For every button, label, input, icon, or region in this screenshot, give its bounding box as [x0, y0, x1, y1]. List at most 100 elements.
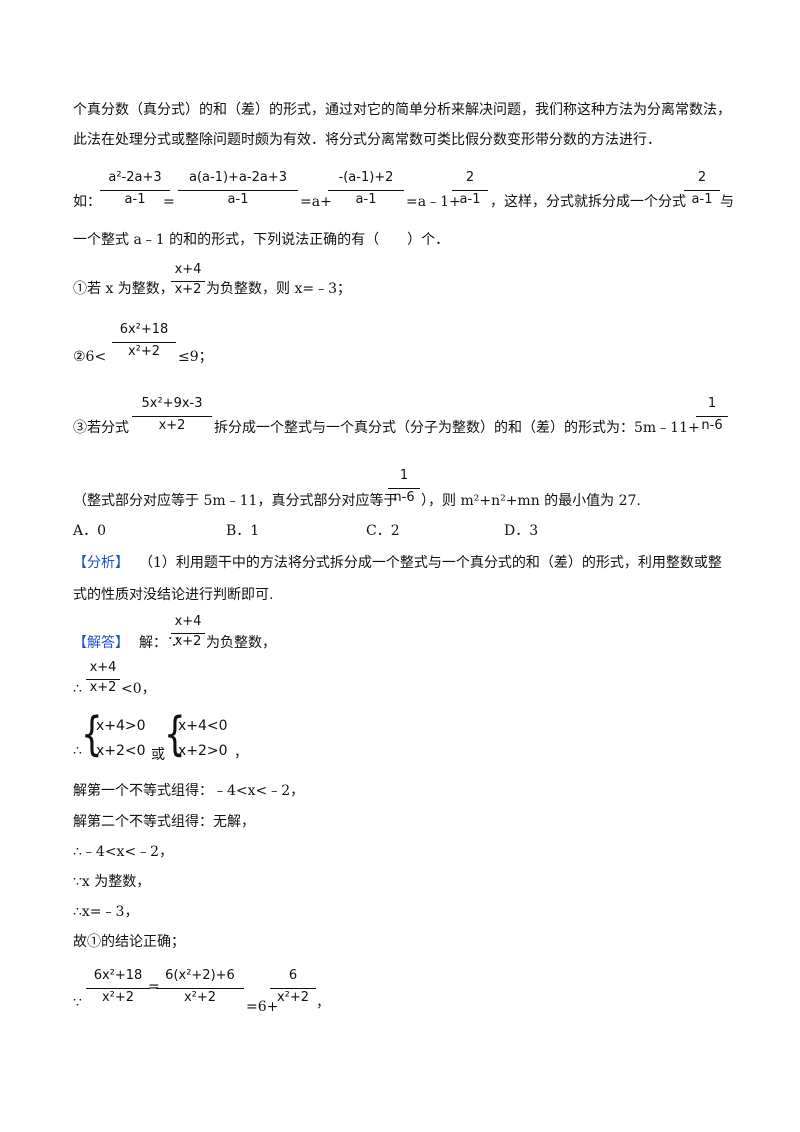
answer-line-7: ∵x 为整数， — [73, 874, 151, 890]
answer-line-10-a: ∵ — [73, 995, 82, 1011]
fraction-denominator: x+2 — [158, 418, 186, 433]
statement-2-fraction: 6x²+18 x²+2 — [112, 322, 176, 366]
fraction-denominator: x²+2 — [127, 344, 161, 359]
example-end-text: 与 — [720, 194, 734, 210]
option-a: A．0 — [73, 523, 107, 539]
answer-line-4: 解第一个不等式组得：﹣4<x<﹣2， — [73, 783, 305, 799]
example-fraction-2: a(a-1)+a-2a+3 a-1 — [178, 170, 298, 214]
example-fraction-1: a²-2a+3 a-1 — [100, 170, 170, 214]
answer-line-2-fraction: x+4 x+2 — [86, 660, 120, 700]
system-1-row-2: x+2<0 — [96, 743, 146, 759]
fraction-denominator: x²+2 — [183, 990, 217, 1005]
fraction-numerator: 5x²+9x-3 — [141, 396, 203, 411]
fraction-bar — [684, 190, 720, 191]
answer-line-1-b: 为负整数， — [206, 635, 276, 651]
fraction-denominator: x+2 — [174, 634, 202, 649]
example-prefix: 如： — [73, 194, 101, 210]
analysis-line-2: 式的性质对没结论进行判断即可. — [73, 587, 274, 603]
answer-line-10-equals-6-plus: =6+ — [246, 999, 279, 1015]
equals-a-minus-1-plus: =a﹣1+ — [406, 194, 461, 210]
statement-1-fraction: x+4 x+2 — [171, 262, 205, 302]
statement-3-text-b: 拆分成一个整式与一个真分式（分子为整数）的和（差）的形式为：5m﹣11+ — [214, 420, 700, 436]
answer-line-10-fraction-1: 6x²+18 x²+2 — [86, 968, 150, 1012]
example-fraction-5: 2 a-1 — [684, 170, 720, 214]
fraction-numerator: x+4 — [174, 262, 202, 277]
fraction-bar — [156, 988, 244, 989]
fraction-numerator: 1 — [399, 468, 409, 483]
answer-line-10-fraction-2: 6(x²+2)+6 x²+2 — [156, 968, 244, 1012]
option-d: D．3 — [504, 523, 539, 539]
analysis-line-1: （1）利用题干中的方法将分式拆分成一个整式与一个真分式的和（差）的形式，利用整数… — [139, 555, 722, 571]
answer-line-10-end: ， — [316, 995, 330, 1011]
fraction-bar — [171, 281, 205, 282]
statement-2-text-a: ②6< — [73, 349, 107, 365]
statement-3-fraction: 5x²+9x-3 x+2 — [132, 396, 212, 440]
system-2-row-1: x+4<0 — [178, 718, 228, 734]
fraction-bar — [171, 633, 205, 634]
fraction-numerator: x+4 — [174, 614, 202, 629]
answer-line-8: ∴x=﹣3， — [73, 904, 139, 920]
answer-line-1-a: 解：∵ — [139, 635, 181, 651]
option-c: C．2 — [366, 523, 400, 539]
fraction-bar — [178, 190, 298, 191]
fraction-numerator: 6(x²+2)+6 — [165, 968, 235, 983]
fraction-numerator: 6 — [288, 968, 298, 983]
fraction-numerator: -(a-1)+2 — [338, 170, 394, 185]
fraction-bar — [112, 342, 176, 343]
fraction-bar — [270, 988, 316, 989]
fraction-bar — [388, 488, 420, 489]
answer-tag: 【解答】 — [73, 635, 129, 651]
fraction-denominator: x+2 — [89, 680, 117, 695]
fraction-bar — [696, 416, 728, 417]
fraction-denominator: x²+2 — [101, 990, 135, 1005]
fraction-numerator: 6x²+18 — [93, 968, 143, 983]
analysis-tag: 【分析】 — [73, 555, 129, 571]
fraction-bar — [452, 190, 488, 191]
statement-3-line-2-fraction: 1 n-6 — [388, 468, 420, 512]
fraction-denominator: a-1 — [227, 192, 249, 207]
statement-3-text-a: ③若分式 — [73, 420, 129, 436]
fraction-bar — [86, 679, 120, 680]
equals-sign: = — [163, 194, 175, 210]
statement-2-text-b: ≤9； — [178, 349, 213, 365]
intro-line-2: 此法在处理分式或整除问题时颇为有效．将分式分离常数可类比假分数变形带分数的方法进… — [73, 132, 661, 148]
system-1-row-1: x+4>0 — [96, 718, 146, 734]
fraction-denominator: a-1 — [459, 192, 481, 207]
fraction-bar — [132, 416, 212, 417]
answer-line-10-fraction-3: 6 x²+2 — [270, 968, 316, 1012]
answer-line-2-a: ∴ — [73, 681, 82, 697]
fraction-denominator: n-6 — [701, 418, 723, 433]
fraction-bar — [100, 190, 170, 191]
fraction-denominator: a-1 — [691, 192, 713, 207]
answer-line-6: ∴﹣4<x<﹣2， — [73, 844, 174, 860]
answer-line-9: 故①的结论正确； — [73, 934, 185, 950]
fraction-denominator: a-1 — [124, 192, 146, 207]
system-prefix: ∴ — [73, 743, 82, 759]
statement-3-result-fraction: 1 n-6 — [696, 396, 728, 440]
statement-3-line-2-b: ），则 m²+n²+mn 的最小值为 27. — [421, 493, 641, 509]
system-or: 或 — [151, 747, 165, 763]
example-middle-text: ，这样，分式就拆分成一个分式 — [490, 194, 686, 210]
left-brace-icon: { — [81, 707, 103, 762]
statement-3-line-2-a: （整式部分对应等于 5m﹣11，真分式部分对应等于 — [73, 493, 398, 509]
fraction-denominator: a-1 — [355, 192, 377, 207]
fraction-denominator: x+2 — [174, 282, 202, 297]
statement-1-text-b: 为负整数，则 x=﹣3； — [206, 281, 351, 297]
example-fraction-3: -(a-1)+2 a-1 — [328, 170, 404, 214]
system-2-row-2: x+2>0 — [178, 743, 228, 759]
example-line-2: 一个整式 a﹣1 的和的形式，下列说法正确的有（ ）个． — [73, 232, 450, 248]
left-brace-icon: { — [164, 707, 186, 762]
equals-a-plus: =a+ — [300, 194, 332, 210]
answer-line-1-fraction: x+4 x+2 — [171, 614, 205, 654]
fraction-numerator: 2 — [465, 170, 475, 185]
answer-line-2-b: <0， — [121, 681, 156, 697]
fraction-numerator: a(a-1)+a-2a+3 — [189, 170, 287, 185]
answer-line-10-equals: = — [148, 979, 160, 995]
fraction-denominator: n-6 — [393, 490, 415, 505]
statement-1-text-a: ①若 x 为整数， — [73, 281, 174, 297]
answer-line-5: 解第二个不等式组得：无解， — [73, 814, 255, 830]
fraction-numerator: 2 — [697, 170, 707, 185]
fraction-numerator: 1 — [707, 396, 717, 411]
fraction-numerator: a²-2a+3 — [108, 170, 162, 185]
fraction-bar — [328, 190, 404, 191]
